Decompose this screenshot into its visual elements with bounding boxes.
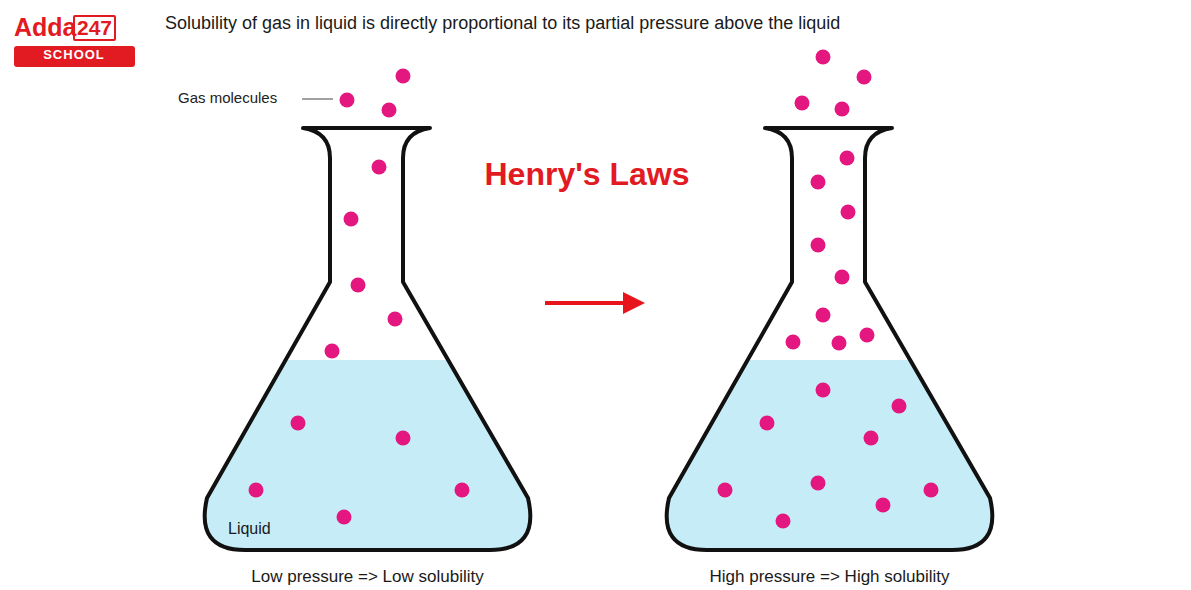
- region-label: Liquid: [228, 519, 271, 538]
- logo-tag: SCHOOL: [43, 48, 105, 62]
- flask-node: High pressure => High solubility: [657, 40, 1002, 590]
- gas-molecule: [786, 335, 801, 350]
- diagram-heading: Henry's Laws: [484, 157, 689, 192]
- gas-molecule: [776, 514, 791, 529]
- leader-line: [302, 99, 333, 100]
- gas-molecule: [816, 383, 831, 398]
- gas-molecule: [344, 212, 359, 227]
- gas-molecule: [864, 431, 879, 446]
- gas-molecule: [835, 270, 850, 285]
- gas-molecule: [860, 328, 875, 343]
- gas-molecule: [841, 205, 856, 220]
- gas-molecule: [455, 483, 470, 498]
- flask-caption: High pressure => High solubility: [709, 567, 949, 587]
- logo-band: [14, 46, 135, 67]
- flask-illustration: [657, 40, 1002, 590]
- liquid-fill: [667, 360, 993, 550]
- gas-molecule: [811, 175, 826, 190]
- callout-label: Gas molecules: [178, 90, 277, 107]
- gas-molecule: [835, 102, 850, 117]
- flask-outline: [667, 128, 993, 550]
- gas-molecule: [924, 483, 939, 498]
- gas-molecule: [249, 483, 264, 498]
- gas-molecule: [337, 510, 352, 525]
- logo-number: 247: [73, 15, 116, 41]
- page-heading: Solubility of gas in liquid is directly …: [165, 13, 840, 34]
- gas-molecule: [372, 160, 387, 175]
- gas-molecule: [388, 312, 403, 327]
- gas-molecule: [325, 344, 340, 359]
- flask-node: LiquidLow pressure => Low solubility: [195, 40, 540, 590]
- gas-molecule: [351, 278, 366, 293]
- gas-molecule: [892, 399, 907, 414]
- gas-molecule: [811, 476, 826, 491]
- gas-molecule: [816, 50, 831, 65]
- liquid-fill: [205, 360, 531, 550]
- process-arrow: [545, 301, 623, 305]
- gas-molecule: [840, 151, 855, 166]
- gas-molecule: [396, 69, 411, 84]
- gas-molecule: [795, 96, 810, 111]
- flask-illustration: [195, 40, 540, 590]
- logo-word: Adda: [14, 14, 77, 42]
- gas-molecule: [718, 483, 733, 498]
- flask-caption: Low pressure => Low solubility: [251, 567, 483, 587]
- gas-molecule: [382, 103, 397, 118]
- flask-outline: [205, 128, 531, 550]
- gas-molecule: [340, 93, 355, 108]
- gas-molecule: [396, 431, 411, 446]
- gas-molecule: [811, 238, 826, 253]
- gas-molecule: [832, 336, 847, 351]
- gas-molecule: [876, 498, 891, 513]
- gas-molecule: [291, 416, 306, 431]
- gas-molecule: [760, 416, 775, 431]
- gas-molecule: [857, 70, 872, 85]
- gas-molecule: [816, 308, 831, 323]
